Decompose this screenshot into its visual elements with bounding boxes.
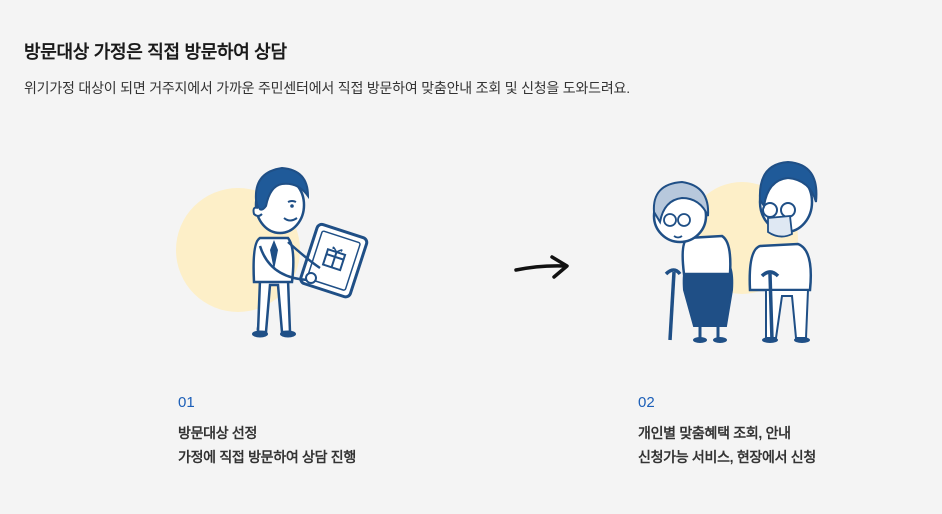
step-detail: 가정에 직접 방문하여 상담 진행 (178, 449, 356, 465)
step-detail: 신청가능 서비스, 현장에서 신청 (638, 449, 816, 465)
step-number: 02 (638, 394, 655, 411)
official-with-tablet-illustration (170, 150, 370, 350)
step-title: 개인별 맞춤혜택 조회, 안내 (638, 425, 791, 441)
step-description: 개인별 맞춤혜택 조회, 안내 신청가능 서비스, 현장에서 신청 (638, 421, 816, 469)
page-title: 방문대상 가정은 직접 방문하여 상담 (24, 42, 287, 62)
step-number: 01 (178, 394, 195, 411)
arrow-right-icon (512, 253, 574, 283)
elderly-couple-with-canes-illustration (630, 150, 860, 350)
step-title: 방문대상 선정 (178, 425, 258, 441)
step-description: 방문대상 선정 가정에 직접 방문하여 상담 진행 (178, 421, 356, 469)
page-description: 위기가정 대상이 되면 거주지에서 가까운 주민센터에서 직접 방문하여 맞춤안… (24, 80, 630, 96)
